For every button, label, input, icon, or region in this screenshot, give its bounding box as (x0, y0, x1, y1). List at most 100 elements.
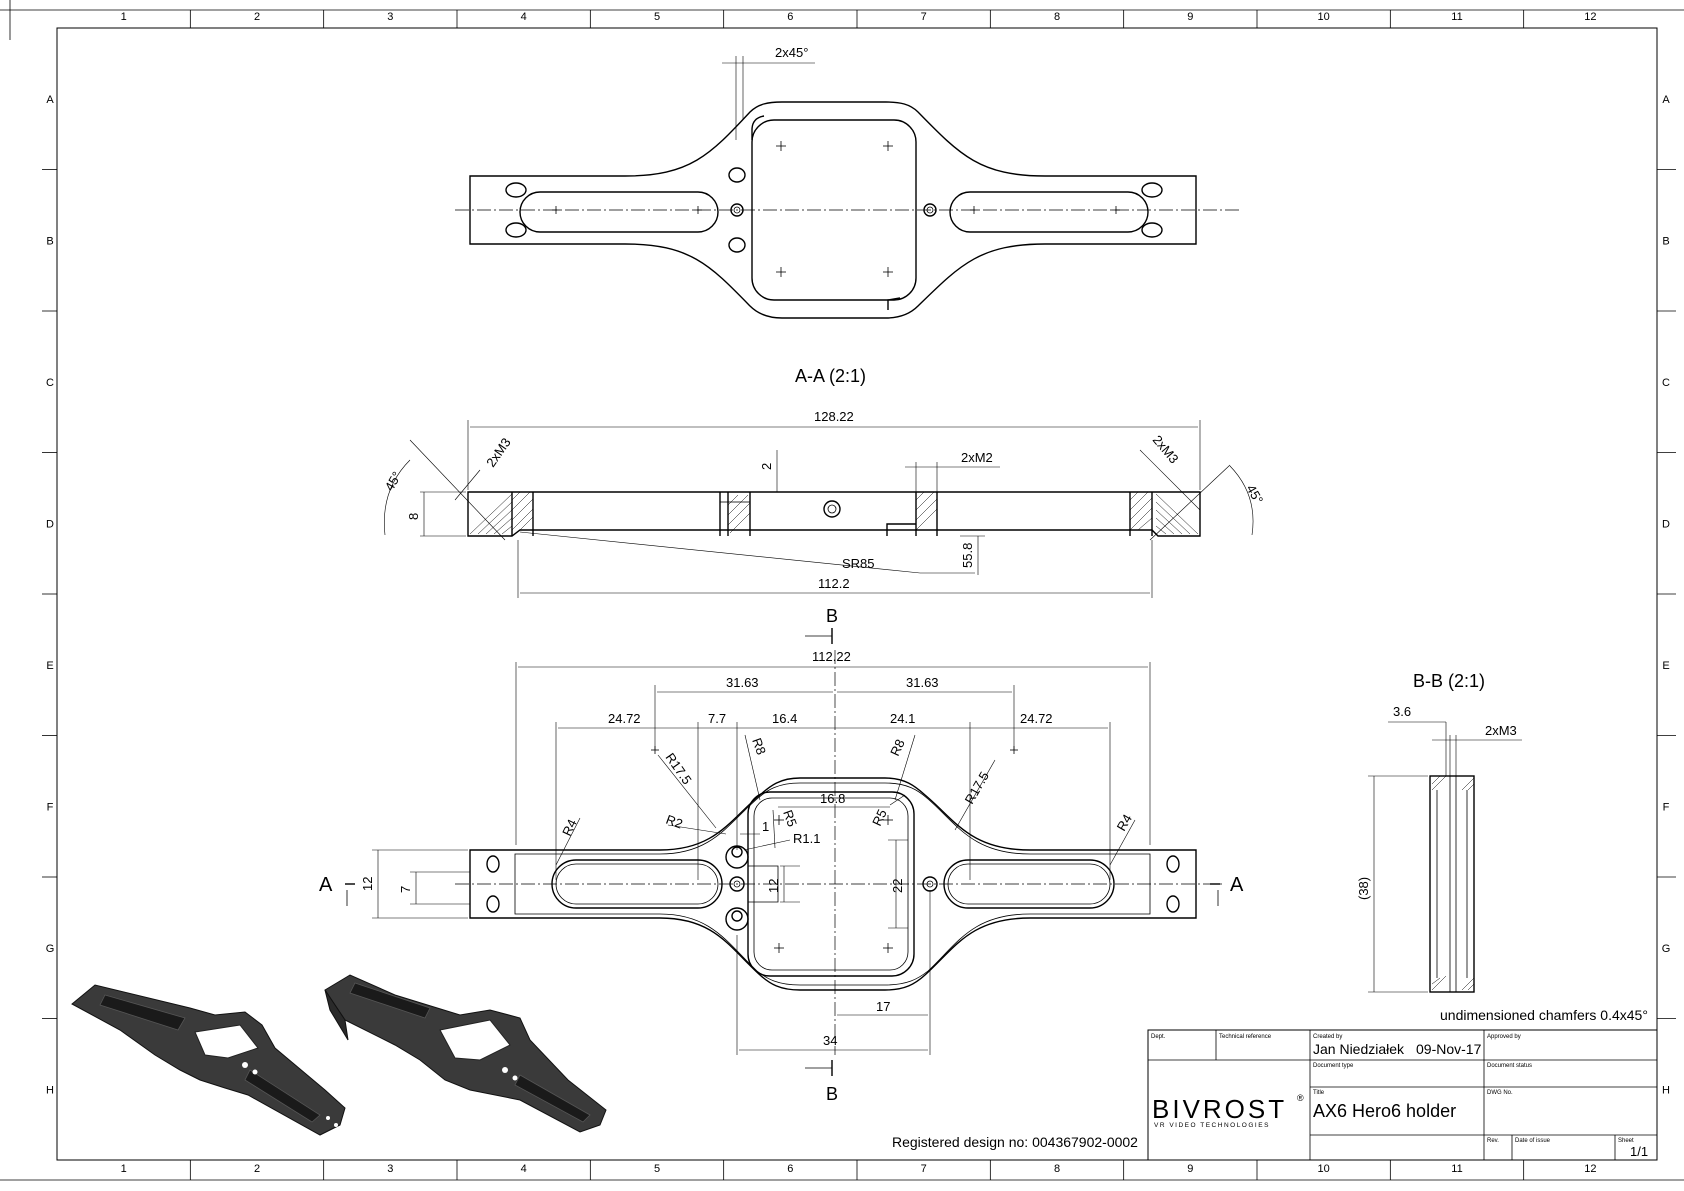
date-issue-label: Date of issue (1515, 1138, 1551, 1144)
column-label-5-bottom: 5 (654, 1163, 660, 1175)
row-label-B-left: B (46, 235, 53, 247)
row-label-D-left: D (46, 518, 54, 530)
column-label-12-top: 12 (1584, 11, 1596, 23)
column-label-7-bottom: 7 (921, 1163, 927, 1175)
dim-112-22: 112.22 (812, 649, 851, 664)
row-label-A-left: A (46, 94, 54, 106)
dim-8: 8 (406, 513, 421, 520)
tech-ref-label: Technical reference (1219, 1034, 1272, 1040)
dim-2: 2 (759, 463, 774, 470)
isometric-view-right (324, 974, 607, 1133)
section-bb-title: B-B (2:1) (1413, 671, 1485, 691)
row-label-G-left: G (46, 943, 55, 955)
r2-callout: R2 (664, 812, 685, 832)
column-label-10-bottom: 10 (1318, 1163, 1330, 1175)
column-label-9-bottom: 9 (1187, 1163, 1193, 1175)
created-by: Jan Niedziałek (1313, 1041, 1405, 1057)
row-label-E-right: E (1662, 660, 1669, 672)
section-aa-title: A-A (2:1) (795, 366, 866, 386)
r4-right: R4 (1114, 812, 1135, 834)
drawing-title: AX6 Hero6 holder (1313, 1101, 1456, 1121)
section-bb: B-B (2:1) 3.6 2xM3 (38) (1356, 671, 1522, 993)
column-label-10-top: 10 (1318, 11, 1330, 23)
section-a-right: A (1230, 874, 1244, 896)
dim-38: (38) (1356, 877, 1371, 900)
title-label: Title (1313, 1090, 1325, 1096)
sheet-label: Sheet (1618, 1138, 1634, 1144)
r4-left: R4 (559, 817, 580, 838)
section-b-top: B (826, 606, 838, 626)
dim-24-72-left: 24.72 (608, 711, 641, 726)
column-label-8-top: 8 (1054, 11, 1060, 23)
registered-design: Registered design no: 004367902-0002 (892, 1134, 1138, 1150)
section-a-left: A (319, 874, 333, 896)
dim-sr85: SR85 (842, 556, 875, 571)
title-block: Dept. Technical reference Created by Jan… (1147, 1029, 1658, 1161)
column-label-2-top: 2 (254, 11, 260, 23)
company-logo-sub: VR VIDEO TECHNOLOGIES (1154, 1122, 1270, 1129)
column-label-5-top: 5 (654, 11, 660, 23)
dim-22: 22 (890, 879, 905, 893)
created-by-label: Created by (1313, 1034, 1342, 1040)
r5-left: R5 (780, 808, 800, 829)
approved-by-label: Approved by (1487, 1034, 1521, 1040)
dim-112-2: 112.2 (818, 576, 850, 591)
column-label-1-top: 1 (121, 11, 127, 23)
row-label-F-left: F (47, 801, 54, 813)
row-label-G-right: G (1662, 943, 1671, 955)
column-label-7-top: 7 (921, 11, 927, 23)
dim-12-center: 12 (766, 879, 781, 893)
column-label-11-bottom: 11 (1451, 1163, 1462, 1175)
column-label-9-top: 9 (1187, 11, 1193, 23)
column-label-11-top: 11 (1451, 11, 1462, 23)
company-logo: BIVROST (1152, 1094, 1287, 1124)
column-label-1-bottom: 1 (121, 1163, 127, 1175)
column-label-3-bottom: 3 (387, 1163, 393, 1175)
row-label-A-right: A (1662, 94, 1670, 106)
dim-128-22: 128.22 (814, 409, 854, 424)
section-b-bottom: B (826, 1084, 838, 1104)
dim-31-63-left: 31.63 (726, 675, 759, 690)
row-label-B-right: B (1662, 235, 1669, 247)
created-date: 09-Nov-17 (1416, 1041, 1482, 1057)
r5-right: R5 (869, 807, 890, 828)
sheet-number: 1/1 (1630, 1144, 1648, 1159)
doc-type-label: Document type (1313, 1063, 1354, 1069)
dim-12-left: 12 (360, 877, 375, 891)
dim-34: 34 (823, 1033, 837, 1048)
rev-label: Rev. (1487, 1138, 1499, 1144)
dim-7-left: 7 (398, 886, 413, 893)
dim-55-8: 55.8 (960, 543, 975, 568)
dim-1: 1 (762, 819, 769, 834)
column-label-6-bottom: 6 (787, 1163, 793, 1175)
dim-16-4: 16.4 (772, 711, 797, 726)
dim-24-1: 24.1 (890, 711, 915, 726)
row-label-D-right: D (1662, 518, 1670, 530)
doc-status-label: Document status (1487, 1063, 1532, 1069)
row-label-H-right: H (1662, 1084, 1670, 1096)
r8-right: R8 (887, 737, 908, 758)
dim-3-6: 3.6 (1393, 704, 1411, 719)
row-label-C-right: C (1662, 377, 1670, 389)
section-aa: A-A (2:1) 128.22 112.2 SR8 (382, 366, 1266, 598)
registered-mark: ® (1297, 1093, 1304, 1103)
chamfer-notes: undimensioned chamfers 0.4x45° (1440, 1007, 1648, 1023)
column-label-6-top: 6 (787, 11, 793, 23)
dim-24-72-right: 24.72 (1020, 711, 1053, 726)
dim-16-8: 16.8 (820, 791, 845, 806)
chamfer-note: 2x45° (775, 45, 808, 60)
r8-left: R8 (749, 736, 769, 757)
top-view: 2x45° (455, 45, 1240, 319)
dept-label: Dept. (1151, 1034, 1166, 1040)
m2-callout: 2xM2 (961, 450, 993, 465)
column-label-2-bottom: 2 (254, 1163, 260, 1175)
row-label-F-right: F (1663, 801, 1670, 813)
row-label-E-left: E (46, 660, 53, 672)
column-label-8-bottom: 8 (1054, 1163, 1060, 1175)
r1-1: R1.1 (793, 831, 820, 846)
dim-31-63-right: 31.63 (906, 675, 939, 690)
column-label-12-bottom: 12 (1584, 1163, 1596, 1175)
